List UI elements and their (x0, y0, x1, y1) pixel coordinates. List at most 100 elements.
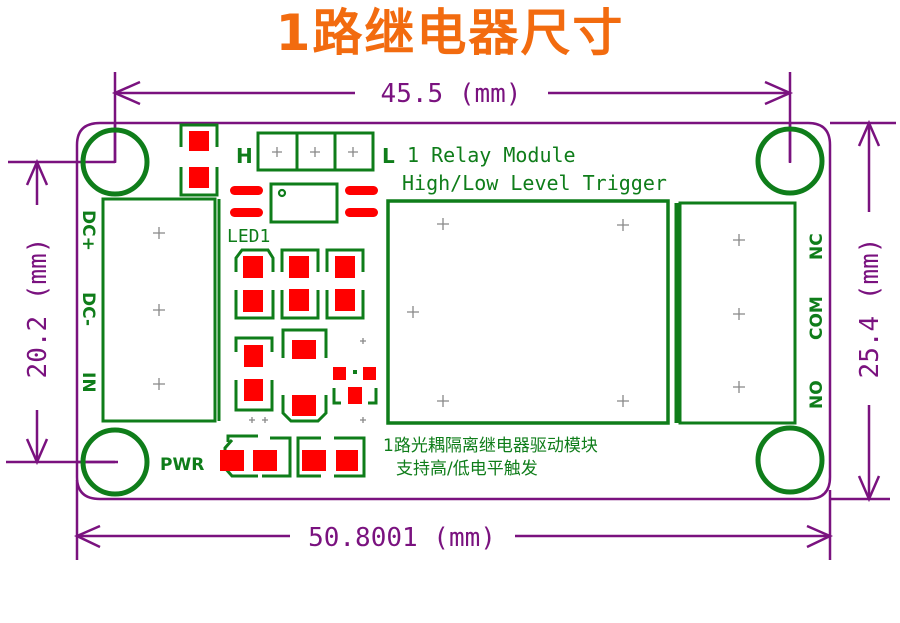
component-outline (234, 336, 274, 352)
pad (345, 186, 378, 195)
led1-outline-top (234, 248, 275, 272)
pin-marker (249, 417, 255, 423)
pad (348, 387, 362, 404)
mounting-hole-bottom-right (755, 425, 825, 495)
component-outline (280, 290, 320, 320)
polarity-dot (353, 370, 357, 374)
pin-label-nc: NC (807, 233, 827, 260)
resistor-outline (179, 123, 219, 147)
pin-marker (407, 306, 419, 318)
silkscreen-outlines (101, 123, 797, 478)
resistor-pwr-outline (296, 436, 321, 478)
page-title: 1路继电器尺寸 (275, 4, 625, 62)
mounting-holes (80, 126, 825, 497)
pin-marker (733, 234, 745, 246)
pin-marker (360, 338, 366, 344)
relay-body (386, 199, 670, 425)
component-outline (280, 248, 320, 272)
pad (189, 167, 209, 188)
pad (336, 450, 358, 471)
pad (292, 340, 316, 359)
arrow-right-icon (764, 80, 794, 106)
pad (345, 208, 378, 217)
arrow-left-icon (73, 524, 101, 549)
input-terminal-block (101, 197, 217, 423)
pads (189, 131, 378, 471)
pad (243, 256, 263, 278)
dim-right-label: 25.4 (mm) (855, 238, 885, 379)
pin-marker (617, 219, 629, 231)
pwr-label: PWR (160, 455, 204, 475)
jumper-header (256, 131, 375, 172)
pin-marker (262, 417, 268, 423)
pin-label-com: COM (807, 296, 827, 340)
led1-label: LED1 (227, 226, 270, 247)
optocoupler-outline (269, 182, 339, 224)
pin-marker (310, 147, 320, 157)
pad (289, 256, 309, 278)
mounting-hole-top-right (755, 126, 825, 196)
led1-outline-bottom (234, 290, 275, 320)
pad (335, 256, 355, 278)
dimension-lines (6, 72, 896, 560)
pad (243, 290, 263, 312)
arrow-up-icon (857, 119, 881, 147)
pad (292, 395, 316, 416)
pad (220, 450, 244, 471)
pin-marker (348, 147, 358, 157)
diode-outline (368, 388, 378, 405)
pin-marker (153, 227, 165, 239)
pin-markers (153, 147, 745, 423)
pin-marker (733, 381, 745, 393)
arrow-down-icon (857, 475, 881, 503)
transistor-outline (281, 395, 328, 423)
pad (289, 289, 309, 311)
pin-marker (272, 147, 282, 157)
pad (230, 186, 263, 195)
dim-bottom-label: 50.8001 (mm) (308, 523, 496, 553)
pin1-marker (277, 188, 287, 198)
pad (333, 367, 346, 380)
module-name-label: 1 Relay Module (407, 143, 576, 167)
pad (302, 450, 326, 471)
pad (253, 450, 277, 471)
pwr-led-outline (262, 436, 292, 478)
pad (335, 289, 355, 311)
diode-outline (332, 388, 341, 405)
component-outline (325, 248, 365, 272)
pin-marker (617, 395, 629, 407)
pin-marker (153, 304, 165, 316)
output-terminal-block (678, 201, 797, 425)
pin-label-in: IN (78, 372, 98, 393)
pwr-led-outline (226, 434, 258, 442)
jumper-high-label: H (236, 144, 253, 168)
dim-top-label: 45.5 (mm) (381, 79, 522, 109)
pad (244, 345, 263, 367)
resistor-outline (179, 167, 219, 197)
pad (230, 208, 263, 217)
arrow-up-icon (25, 158, 49, 186)
pin-label-dc-minus: DC- (78, 292, 98, 326)
mounting-hole-bottom-left (80, 427, 150, 497)
mounting-hole-top-left (80, 127, 150, 197)
pin-marker (733, 308, 745, 320)
pad (244, 379, 263, 401)
pin-label-no: NO (807, 380, 827, 409)
resistor-pwr-outline (334, 436, 366, 478)
component-outline (234, 380, 274, 412)
pin-marker (153, 378, 165, 390)
jumper-low-label: L (382, 144, 395, 168)
pad (363, 367, 376, 380)
component-outline (325, 290, 365, 320)
board-outline (75, 121, 832, 501)
cn-description-line2: 支持高/低电平触发 (396, 459, 538, 479)
arrow-right-icon (806, 524, 834, 549)
pin-marker (437, 218, 449, 230)
arrow-left-icon (111, 80, 141, 106)
dim-left-label: 20.2 (mm) (23, 238, 53, 379)
arrow-down-icon (25, 438, 49, 466)
pad (189, 131, 209, 151)
pin-marker (437, 395, 449, 407)
trigger-desc-label: High/Low Level Trigger (402, 171, 667, 195)
